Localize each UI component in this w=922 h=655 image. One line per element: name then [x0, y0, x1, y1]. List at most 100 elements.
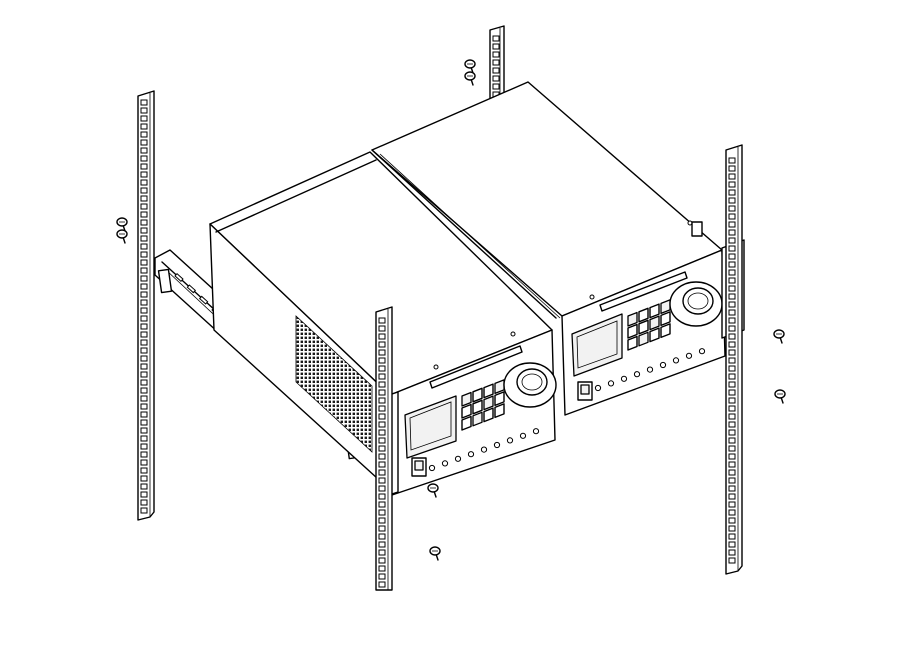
front-panel-key — [660, 311, 671, 327]
rail-hole — [140, 163, 148, 170]
rail-hole — [140, 435, 148, 442]
rail-slot — [186, 284, 197, 294]
output-jack — [428, 464, 436, 472]
rail-hole — [140, 419, 148, 426]
rail-hole — [378, 509, 386, 516]
rail-hole — [378, 469, 386, 476]
rack-rail-rear-right — [489, 25, 505, 101]
rail-hole — [728, 277, 736, 284]
rail-hole — [140, 227, 148, 234]
rotary-knob-right — [669, 281, 723, 327]
mounting-screw — [464, 71, 476, 86]
rail-hole — [728, 357, 736, 364]
rail-hole — [378, 525, 386, 532]
front-panel-key — [483, 395, 494, 411]
front-panel-key — [461, 415, 472, 431]
rail-hole — [728, 525, 736, 532]
output-jack — [493, 441, 501, 449]
rail-hole — [140, 219, 148, 226]
instrument-left — [209, 151, 557, 496]
rail-hole — [492, 59, 500, 66]
rail-hole — [140, 403, 148, 410]
output-jack — [454, 455, 462, 462]
output-jack — [620, 375, 628, 382]
rail-hole — [140, 307, 148, 314]
rail-hole — [728, 317, 736, 324]
rail-hole — [140, 347, 148, 354]
rail-hole — [728, 469, 736, 476]
rail-hole — [492, 83, 500, 90]
rail-hole — [140, 107, 148, 114]
rail-hole — [378, 445, 386, 452]
rail-hole — [140, 459, 148, 466]
output-jack — [607, 380, 615, 387]
rail-hole — [378, 365, 386, 372]
rail-hole — [378, 389, 386, 396]
rail-hole — [378, 573, 386, 580]
output-jack — [685, 352, 693, 359]
rail-hole — [140, 171, 148, 178]
rail-hole — [728, 549, 736, 556]
rail-hole — [728, 493, 736, 500]
rail-hole — [378, 397, 386, 404]
output-jack — [672, 357, 680, 364]
rail-hole — [140, 491, 148, 498]
rail-hole — [728, 533, 736, 540]
rail-hole — [140, 443, 148, 450]
front-panel-key — [494, 403, 505, 419]
rail-hole — [728, 229, 736, 236]
rail-hole — [728, 453, 736, 460]
rail-hole — [140, 371, 148, 378]
rail-hole — [728, 557, 736, 564]
rail-hole — [140, 451, 148, 458]
rail-hole — [728, 221, 736, 228]
rail-hole — [728, 429, 736, 436]
rail-hole — [378, 485, 386, 492]
display-screen-left — [404, 395, 457, 459]
mounting-screw — [464, 59, 476, 74]
rail-hole — [378, 517, 386, 524]
rail-hole — [728, 165, 736, 172]
output-jack — [467, 451, 475, 458]
rail-hole — [492, 75, 500, 82]
rail-hole — [378, 317, 386, 324]
rail-hole — [492, 43, 500, 50]
vent-grille — [295, 315, 373, 453]
rail-hole — [140, 291, 148, 298]
rotary-knob-left — [503, 362, 557, 408]
rail-hole — [378, 453, 386, 460]
rack-rail-front-right — [725, 144, 743, 575]
rail-hole — [140, 427, 148, 434]
rail-hole — [728, 341, 736, 348]
front-panel-key — [627, 323, 638, 339]
rail-hole — [140, 507, 148, 514]
display-screen-right — [571, 313, 623, 377]
rail-hole — [728, 253, 736, 260]
rail-hole — [728, 517, 736, 524]
front-panel-key — [494, 391, 505, 407]
front-panel-key — [472, 399, 483, 415]
rail-hole — [378, 501, 386, 508]
front-panel-key — [627, 335, 638, 351]
output-jack — [441, 460, 449, 467]
rail-hole — [728, 477, 736, 484]
rail-hole — [140, 299, 148, 306]
rail-hole — [728, 269, 736, 276]
rail-hole — [140, 323, 148, 330]
mounting-screw — [429, 546, 441, 561]
front-panel-key — [649, 327, 660, 343]
front-panel-key — [461, 391, 472, 407]
rail-hole — [140, 211, 148, 218]
rail-hole — [140, 499, 148, 506]
rail-hole — [378, 533, 386, 540]
output-jack — [659, 361, 667, 369]
rail-hole — [728, 421, 736, 428]
front-panel-key — [472, 411, 483, 427]
rail-hole — [728, 205, 736, 212]
rail-hole — [140, 123, 148, 130]
rail-hole — [378, 405, 386, 412]
rail-hole — [728, 509, 736, 516]
output-jack — [646, 366, 654, 373]
rail-hole — [728, 389, 736, 396]
output-jack — [532, 428, 540, 435]
